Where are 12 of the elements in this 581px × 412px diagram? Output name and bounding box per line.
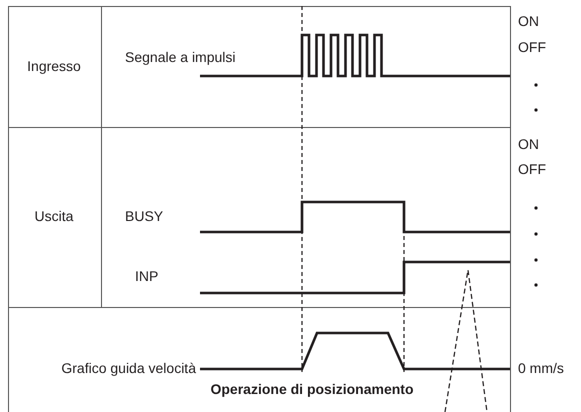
row-header: Uscita [34, 209, 74, 223]
state-label: OFF [518, 40, 546, 54]
state-label: ON [518, 14, 539, 28]
state-label: OFF [518, 162, 546, 176]
signal-label: Segnale a impulsi [125, 50, 236, 64]
phase-caption: Operazione di posizionamento [210, 382, 414, 396]
signal-label: BUSY [125, 209, 164, 223]
signal-label: INP [135, 269, 158, 283]
state-label: ON [518, 137, 539, 151]
row-header: Ingresso [27, 59, 81, 73]
unit-label: 0 mm/s [518, 361, 564, 375]
signal-label: Grafico guida velocità [61, 361, 196, 375]
